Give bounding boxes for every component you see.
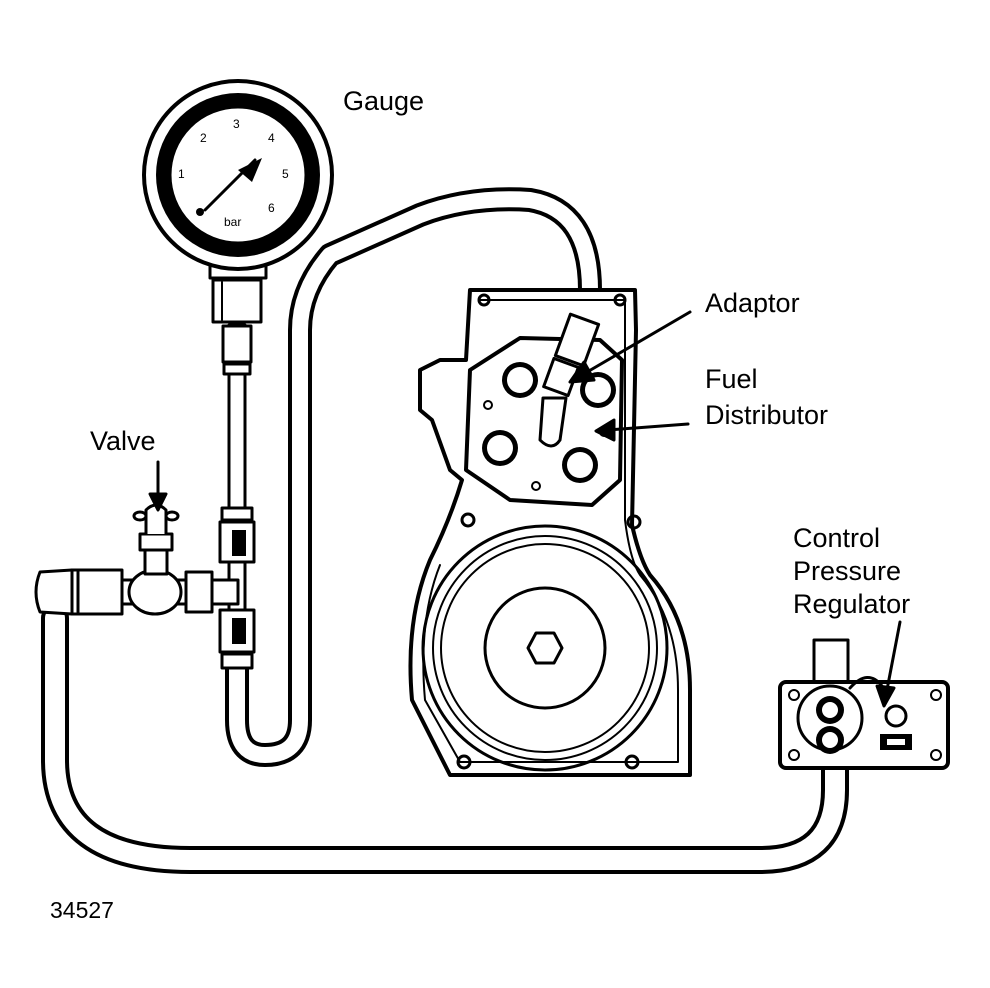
figure-number: 34527 bbox=[50, 897, 114, 923]
dial-tick-2: 2 bbox=[200, 131, 207, 145]
label-gauge: Gauge bbox=[343, 86, 424, 116]
label-control-line1: Control bbox=[793, 523, 880, 553]
label-valve: Valve bbox=[90, 426, 156, 456]
adaptor-fitting bbox=[538, 312, 601, 448]
dial-tick-1: 1 bbox=[178, 167, 185, 181]
supply-hose bbox=[225, 187, 602, 767]
dial-tick-6: 6 bbox=[268, 201, 275, 215]
label-fuel-distributor-line2: Distributor bbox=[705, 400, 828, 430]
label-adaptor: Adaptor bbox=[705, 288, 800, 318]
dial-unit: bar bbox=[224, 215, 241, 229]
label-control-line3: Regulator bbox=[793, 589, 910, 619]
pressure-gauge bbox=[142, 79, 334, 324]
return-hose bbox=[41, 604, 849, 874]
control-pressure-regulator bbox=[778, 638, 950, 770]
gauge-dial-labels: 1 2 3 4 5 6 bar bbox=[178, 117, 289, 229]
dial-tick-5: 5 bbox=[282, 167, 289, 181]
dial-tick-4: 4 bbox=[268, 131, 275, 145]
label-arrows bbox=[148, 310, 902, 708]
label-fuel-distributor-line1: Fuel bbox=[705, 364, 758, 394]
gauge-line bbox=[218, 323, 256, 670]
dial-tick-3: 3 bbox=[233, 117, 240, 131]
valve-assembly bbox=[34, 503, 240, 616]
label-control-line2: Pressure bbox=[793, 556, 901, 586]
